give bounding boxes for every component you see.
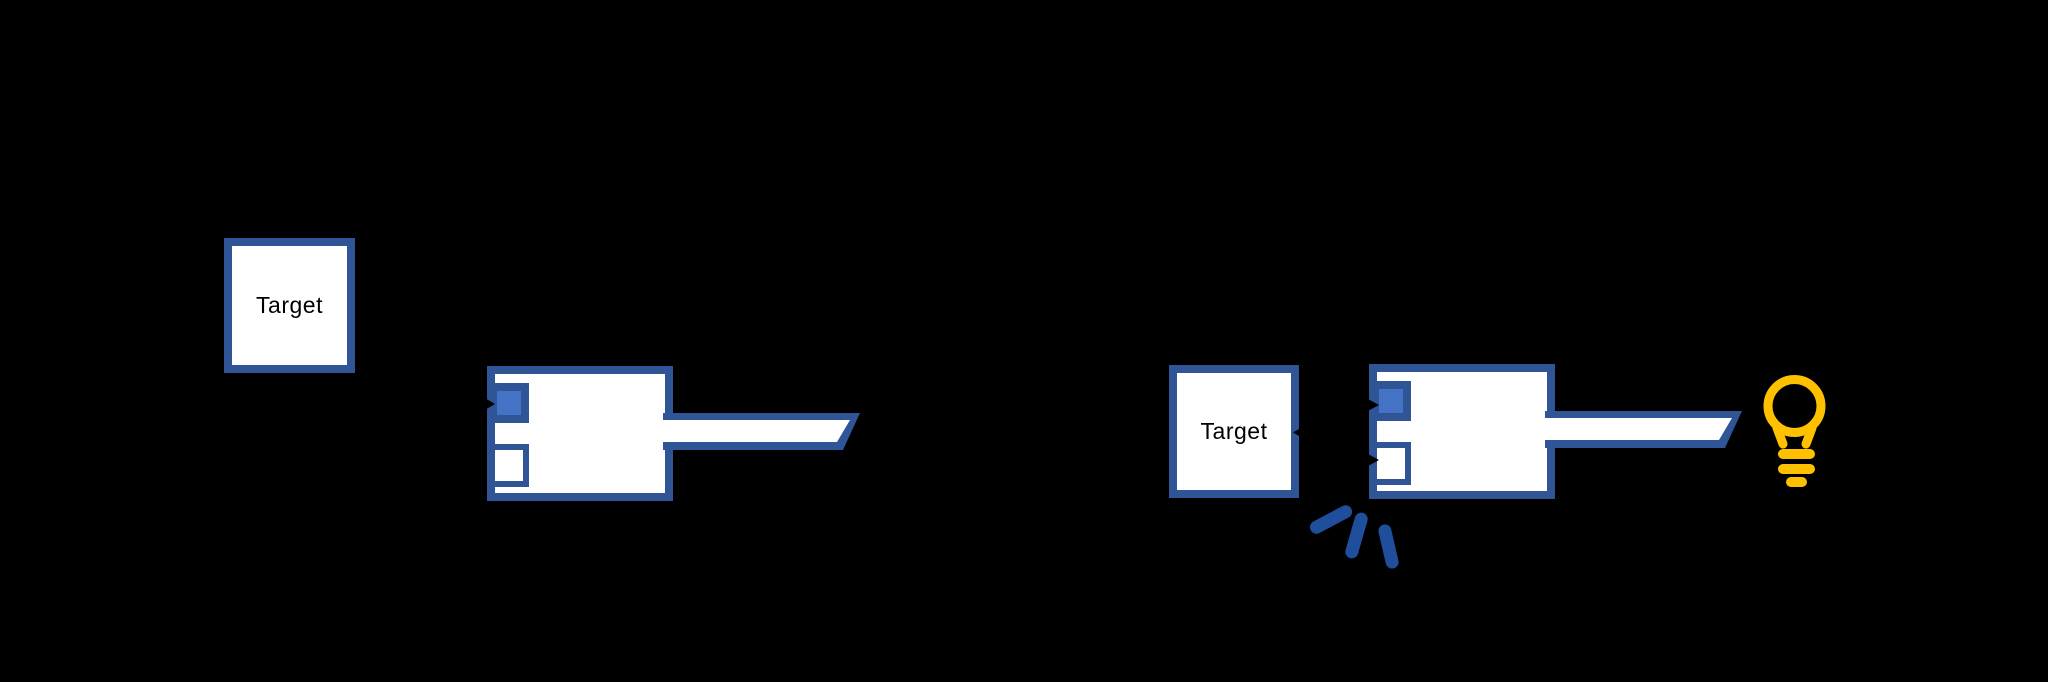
- bulb-neck-right: [1801, 423, 1817, 449]
- click-spark-icon: [1343, 511, 1370, 560]
- binding-socket-lower-left: [495, 444, 529, 487]
- bulb-neck-left: [1772, 423, 1788, 449]
- key-blade-fill: [663, 420, 850, 442]
- sensor-key-left: [487, 366, 860, 501]
- target-label-right: Target: [1200, 418, 1268, 444]
- click-spark-icon: [1307, 502, 1355, 537]
- arrow-tip-fragment-icon: [1366, 398, 1379, 412]
- target-label-left: Target: [256, 292, 323, 318]
- lightbulb-icon: [1763, 375, 1826, 487]
- bulb-globe: [1763, 375, 1826, 437]
- bound-blue-square-right: [1377, 387, 1405, 415]
- target-box-left: Target: [224, 238, 355, 373]
- arrow-tip-fragment-icon: [483, 397, 495, 411]
- arrow-tip-fragment-icon: [1366, 453, 1379, 467]
- binding-socket-upper-left: [495, 383, 529, 423]
- key-blade-left: [663, 413, 860, 450]
- target-box-right: Target: [1169, 365, 1299, 498]
- click-spark-icon: [1377, 523, 1400, 570]
- binding-socket-lower-right: [1377, 442, 1411, 485]
- key-blade-right: [1545, 411, 1742, 448]
- sensor-key-right: [1369, 364, 1742, 499]
- key-blade-fill: [1545, 418, 1732, 440]
- bound-blue-square-left: [495, 389, 523, 417]
- arrow-tip-fragment-icon: [1293, 425, 1306, 440]
- binding-socket-upper-right: [1377, 381, 1411, 421]
